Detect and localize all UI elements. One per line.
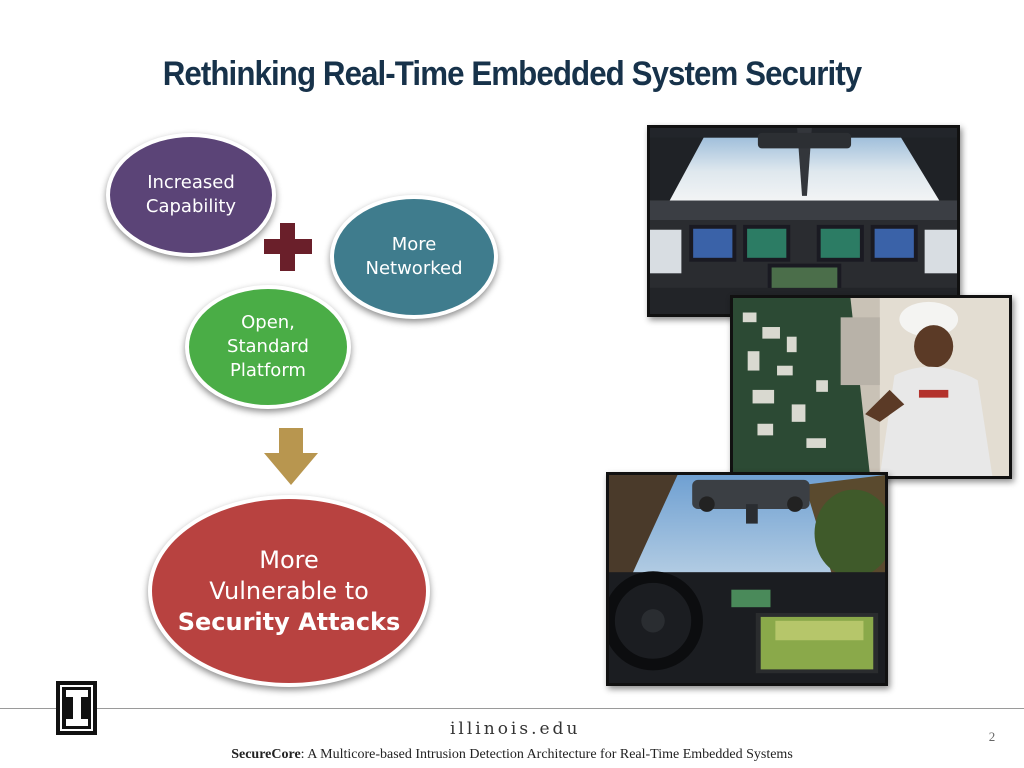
bubble-text-line: Standard [227, 336, 309, 357]
arrow-down-icon [264, 428, 318, 485]
bubble-text-line: Vulnerable to [209, 576, 369, 605]
bubble-text-line: Platform [230, 360, 306, 381]
footer-site-wordmark: illinois.edu [450, 719, 581, 739]
increased-capability-bubble: Increased Capability [106, 133, 276, 257]
more-vulnerable-bubble: More Vulnerable to Security Attacks [148, 495, 430, 687]
bubble-text-line: More [259, 545, 319, 574]
caption-project-name: SecureCore [231, 747, 301, 762]
technician-circuit-board-photo [730, 295, 1012, 479]
autonomous-car-interior-photo [606, 472, 888, 686]
bubble-text-line: Capability [145, 196, 237, 217]
more-networked-bubble: More Networked [330, 195, 498, 319]
caption-description: : A Multicore-based Intrusion Detection … [300, 747, 793, 762]
bubble-text-line: More [391, 234, 437, 255]
bubble-text-line: Networked [365, 258, 463, 279]
illinois-block-i-logo [56, 681, 97, 735]
open-standard-platform-bubble: Open, Standard Platform [185, 285, 351, 409]
footer-caption: SecureCore: A Multicore-based Intrusion … [0, 747, 1024, 763]
page-number: 2 [988, 729, 996, 744]
slide-title: Rethinking Real-Time Embedded System Sec… [162, 55, 862, 93]
bubble-text-emphasis: Security Attacks [177, 607, 401, 636]
plus-icon [264, 223, 312, 271]
footer-divider [0, 708, 1024, 709]
bubble-text-line: Increased [147, 172, 235, 193]
bubble-text-line: Open, [241, 312, 295, 333]
aircraft-cockpit-photo [647, 125, 960, 317]
